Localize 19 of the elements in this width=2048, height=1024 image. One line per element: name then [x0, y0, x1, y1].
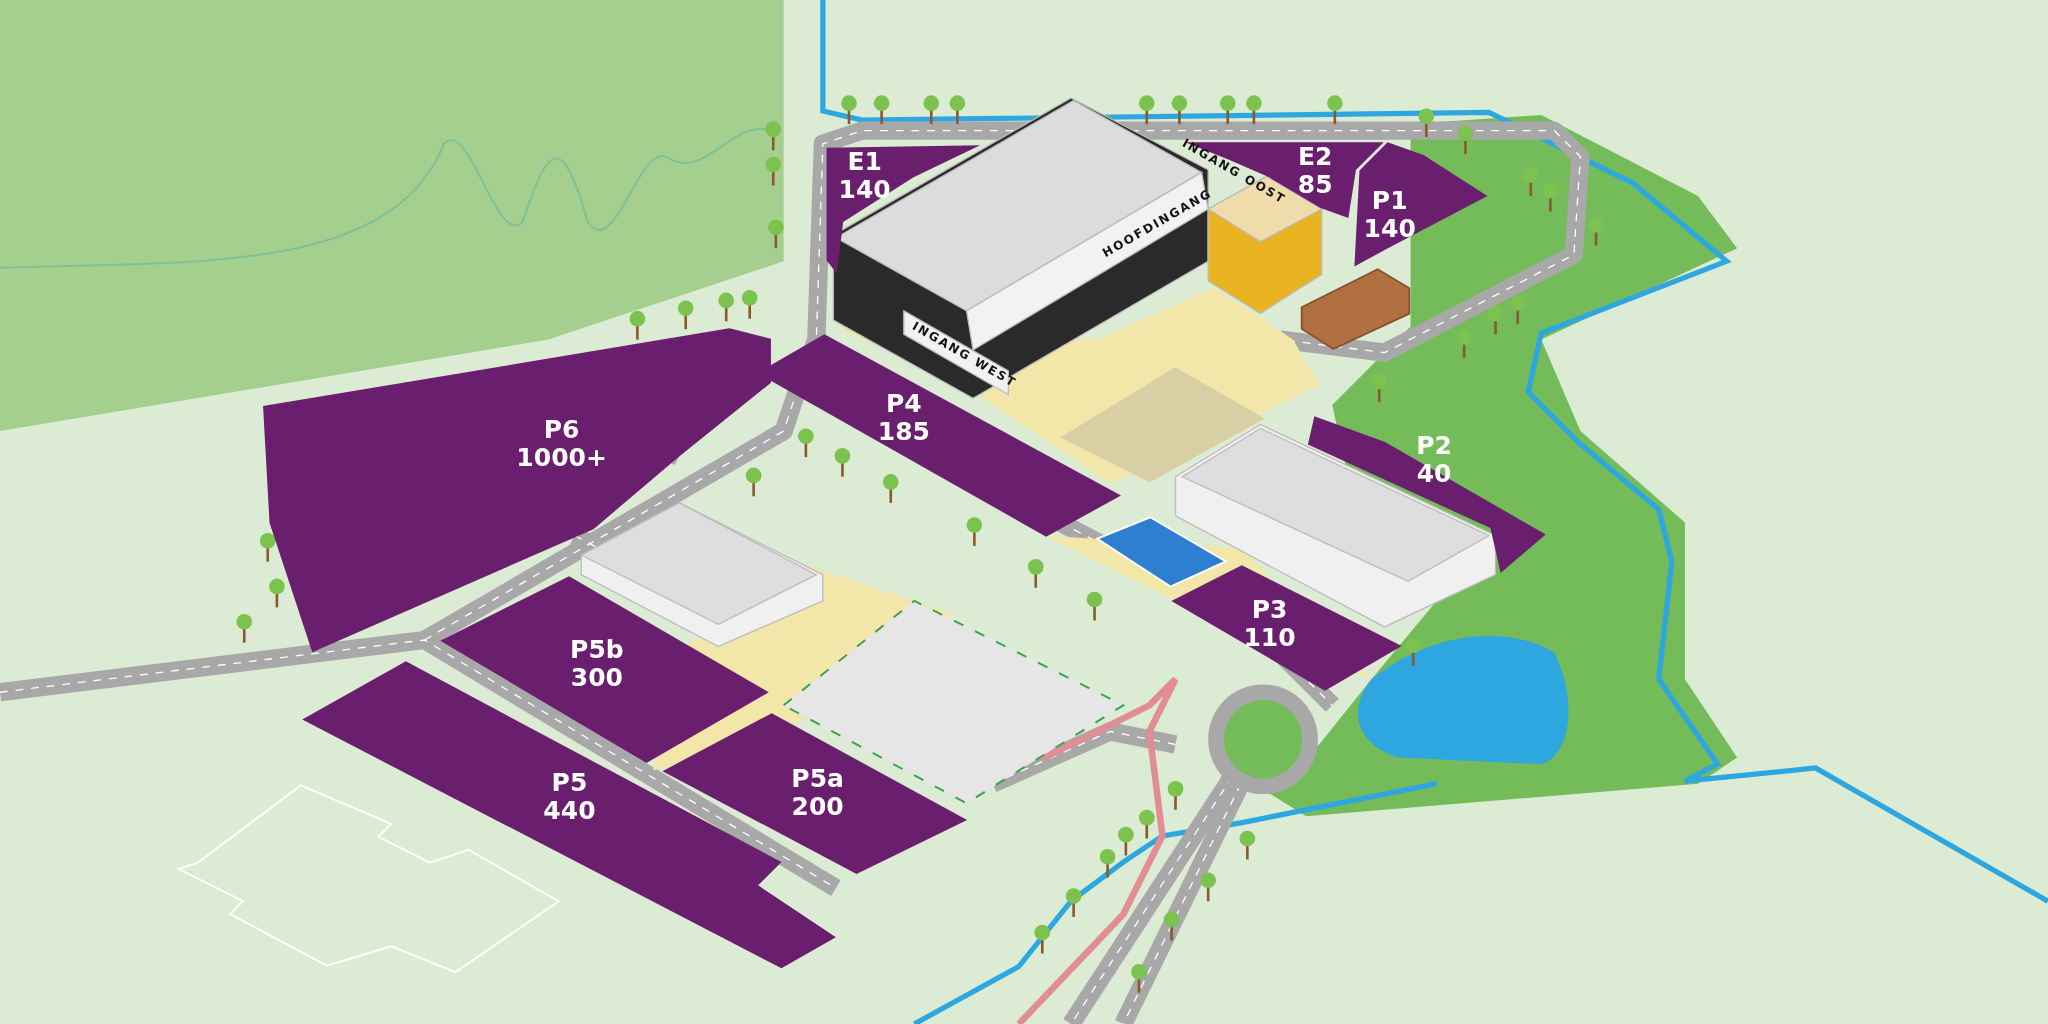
parking-capacity: 200: [791, 792, 844, 821]
parking-lot-name: P6: [542, 416, 581, 445]
parking-capacity: 185: [877, 417, 930, 446]
parking-capacity: 140: [838, 176, 891, 205]
parking-capacity: 300: [570, 663, 624, 692]
parking-lot-name: E1: [846, 148, 883, 177]
parking-lot-name: E2: [1297, 143, 1333, 172]
parking-lot-name: P4: [884, 389, 923, 418]
parking-capacity: 1000+: [516, 444, 607, 473]
parking-capacity: 85: [1297, 171, 1333, 200]
parking-capacity: 110: [1243, 624, 1296, 653]
parking-capacity: 140: [1363, 215, 1416, 244]
parking-lot-name: P5a: [791, 764, 844, 793]
parking-capacity: 440: [543, 796, 596, 825]
parking-lot-name: P2: [1416, 431, 1452, 460]
parking-lot-name: P5: [550, 768, 589, 797]
parking-lot-name: P3: [1250, 596, 1289, 625]
parking-lot-name: P1: [1370, 187, 1409, 216]
parking-lot-name: P5b: [570, 635, 624, 664]
